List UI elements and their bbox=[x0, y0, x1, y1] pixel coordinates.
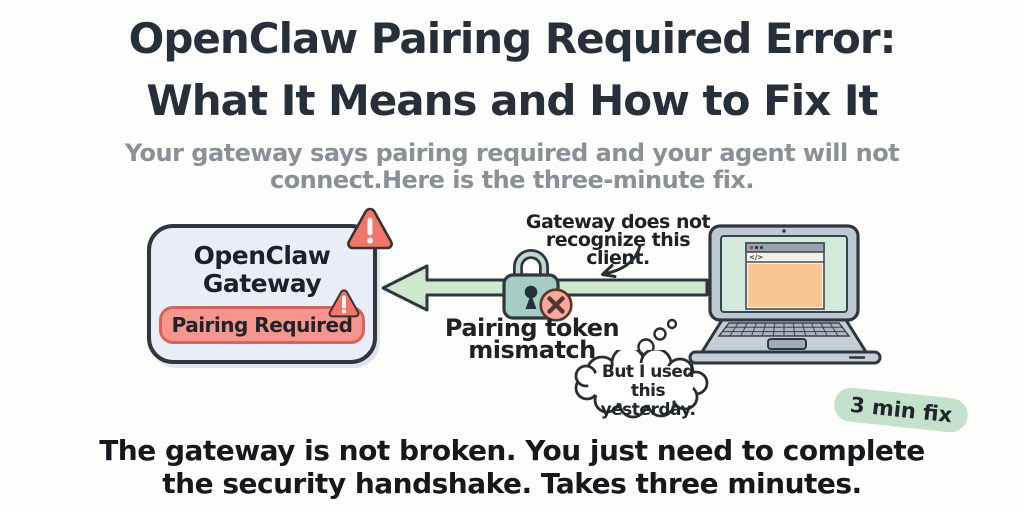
subtitle-line-1: Your gateway says pairing required and y… bbox=[124, 139, 900, 167]
laptop-icon: </> bbox=[688, 224, 882, 365]
page-title-line-2: What It Means and How to Fix It bbox=[146, 76, 878, 125]
client-note-line-1: Gateway does not bbox=[525, 211, 711, 233]
page-title-line-1: OpenClaw Pairing Required Error: bbox=[128, 14, 897, 63]
warning-triangle-icon bbox=[347, 207, 393, 250]
gateway-name-line-1: OpenClaw bbox=[193, 241, 331, 270]
error-label: Pairing token mismatch bbox=[432, 314, 632, 364]
error-label-line-1: Pairing token bbox=[444, 314, 620, 342]
client-note: Gateway does not recognize this client. bbox=[520, 211, 716, 269]
fix-time-badge: 3 min fix bbox=[832, 386, 970, 434]
gateway-name-line-2: Gateway bbox=[202, 269, 322, 298]
browser-content bbox=[748, 264, 822, 307]
gateway-name: OpenClaw Gateway bbox=[151, 242, 373, 298]
thought-bubble-icon bbox=[574, 350, 709, 419]
window-dot-red-icon bbox=[749, 245, 754, 250]
laptop-base bbox=[688, 350, 882, 365]
code-tab-label: </> bbox=[749, 254, 763, 262]
footer-line-1: The gateway is not broken. You just need… bbox=[99, 434, 925, 467]
warning-triangle-icon bbox=[328, 289, 360, 318]
thought-line-1: But I used bbox=[601, 362, 695, 382]
browser-window: </> bbox=[745, 242, 825, 310]
subtitle-line-2: connect.Here is the three-minute fix. bbox=[269, 166, 755, 194]
window-dot-icon bbox=[759, 245, 764, 250]
webcam-dot-icon bbox=[782, 229, 786, 233]
laptop-trackpad bbox=[767, 338, 807, 350]
curved-arrow-icon bbox=[601, 244, 642, 278]
x-circle-icon bbox=[539, 288, 573, 322]
thought-line-2: this yesterday. bbox=[600, 381, 696, 420]
client-note-line-2: recognize this client. bbox=[545, 229, 691, 269]
thought-bubble-text: But I used this yesterday. bbox=[583, 363, 713, 420]
error-label-line-2: mismatch bbox=[468, 336, 596, 364]
window-dot-icon bbox=[754, 245, 759, 250]
footer-line-2: the security handshake. Takes three minu… bbox=[162, 467, 862, 500]
